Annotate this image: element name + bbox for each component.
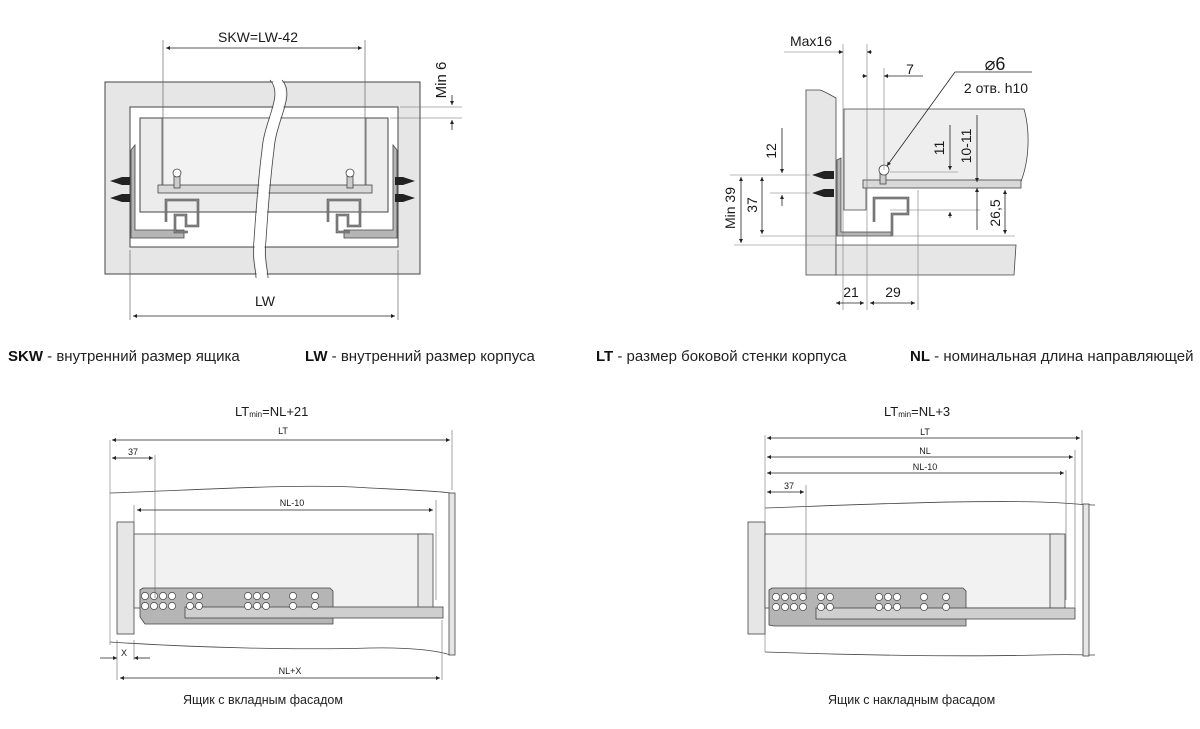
screw-icons-detail (812, 171, 834, 197)
mounting-hole (141, 602, 149, 610)
mounting-hole (942, 603, 950, 611)
diameter-label: ⌀6 (985, 54, 1006, 74)
legend-lw: LW - внутренний размер корпуса (305, 348, 535, 365)
nl10-label-inset: NL-10 (280, 498, 305, 508)
cross-section-diagram (104, 40, 462, 320)
mounting-hole (884, 603, 892, 611)
mounting-hole (253, 602, 261, 610)
dim29-label: 29 (885, 284, 901, 300)
mounting-hole (244, 592, 252, 600)
mounting-hole (826, 603, 834, 611)
max16-label: Max16 (790, 33, 832, 49)
dim37-label: 37 (744, 197, 760, 213)
rail-runner-overlay (768, 587, 967, 627)
rail-detail-diagram (730, 44, 1032, 310)
mounting-hole (790, 593, 798, 601)
mounting-hole (875, 593, 883, 601)
mounting-holes-overlay (772, 593, 950, 611)
mounting-hole (262, 602, 270, 610)
nl10-label-overlay: NL-10 (913, 462, 938, 472)
front-panel (116, 521, 135, 635)
formula-inset: LTmin=NL+21 (235, 404, 308, 419)
mounting-hole (893, 593, 901, 601)
legend-skw: SKW - внутренний размер ящика (8, 348, 240, 365)
mounting-holes (141, 592, 319, 610)
dim21-label: 21 (843, 284, 859, 300)
mounting-hole (884, 593, 892, 601)
mounting-hole (195, 602, 203, 610)
mounting-hole (772, 593, 780, 601)
nlx-label: NL+X (279, 666, 302, 676)
mounting-hole (141, 592, 149, 600)
mounting-hole (311, 592, 319, 600)
mounting-hole (772, 603, 780, 611)
rail-right (343, 143, 398, 239)
mounting-hole (150, 592, 158, 600)
mounting-hole (186, 602, 194, 610)
side-panel (805, 89, 837, 276)
min6-dimension-label: Min 6 (433, 62, 450, 99)
mounting-hole (168, 602, 176, 610)
inset-front-diagram (100, 430, 456, 680)
holes-label: 2 отв. h10 (964, 80, 1028, 96)
min39-label: Min 39 (722, 187, 738, 229)
mounting-hole (289, 602, 297, 610)
mounting-hole (790, 603, 798, 611)
overlay-front-diagram (747, 430, 1096, 657)
mounting-hole (253, 592, 261, 600)
skw-dimension-label: SKW=LW-42 (218, 29, 298, 45)
caption-overlay-front: Ящик с накладным фасадом (828, 693, 996, 707)
rail-left (130, 143, 185, 239)
dim12-label: 12 (763, 143, 779, 159)
dim7-label: 7 (906, 61, 914, 77)
mounting-hole (799, 603, 807, 611)
mounting-hole (920, 593, 928, 601)
mounting-hole (262, 592, 270, 600)
caption-inset-front: Ящик с вкладным фасадом (183, 693, 343, 707)
dim10-11-label: 10-11 (958, 128, 974, 163)
dim26-5-label: 26,5 (987, 199, 1003, 226)
mounting-hole (826, 593, 834, 601)
mounting-hole (289, 592, 297, 600)
mounting-hole (799, 593, 807, 601)
drawer-bottom-detail (862, 179, 1022, 189)
x-label: X (121, 648, 127, 658)
legend-nl: NL - номинальная длина направляющей (910, 348, 1194, 365)
screw-icons (110, 177, 415, 202)
drawer-side (843, 108, 1029, 211)
mounting-hole (150, 602, 158, 610)
mounting-hole (159, 592, 167, 600)
bottom-panel (835, 244, 1017, 276)
legend-lt: LT - размер боковой стенки корпуса (596, 348, 847, 365)
nl-label-overlay: NL (919, 446, 931, 456)
mounting-hole (186, 592, 194, 600)
mounting-hole (875, 603, 883, 611)
mounting-hole (817, 603, 825, 611)
mounting-hole (168, 592, 176, 600)
mounting-hole (942, 593, 950, 601)
dim37-label-overlay: 37 (784, 481, 794, 491)
mounting-hole (244, 602, 252, 610)
lt-label-overlay: LT (920, 427, 930, 437)
dim37-label-inset: 37 (128, 447, 138, 457)
mounting-hole (159, 602, 167, 610)
front-panel-overlay (747, 521, 766, 635)
mounting-hole (195, 592, 203, 600)
dim11-label: 11 (931, 141, 947, 156)
mounting-hole (311, 602, 319, 610)
cabinet-back (448, 492, 456, 656)
formula-overlay: LTmin=NL+3 (884, 404, 950, 419)
mounting-hole (781, 593, 789, 601)
mounting-hole (781, 603, 789, 611)
lw-dimension-label: LW (255, 293, 276, 309)
mounting-hole (893, 603, 901, 611)
lt-label-inset: LT (278, 426, 288, 436)
mounting-hole (817, 593, 825, 601)
mounting-hole (920, 603, 928, 611)
